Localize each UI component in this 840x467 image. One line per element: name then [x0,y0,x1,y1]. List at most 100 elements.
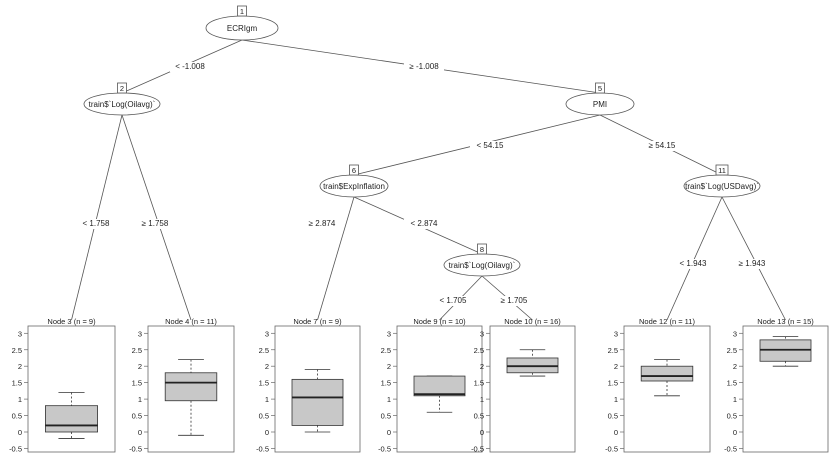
y-tick-label: 1 [733,395,737,404]
node-label-11: train$`Log(USDavg)` [685,182,759,191]
edge-label-bg [642,141,682,151]
y-tick-label: 1 [18,395,22,404]
node-id-6: 6 [352,166,356,175]
y-tick-label: -0.5 [129,444,142,453]
node-label-2: train$`Log(Oilavg)` [89,100,156,109]
edge-label-3: < 1.758 [83,219,110,228]
edge-line-11-12 [666,196,723,321]
edge-label-10: ≥ 1.705 [501,296,528,305]
node-id-5: 5 [598,84,602,93]
y-tick-label: 0.5 [608,412,618,421]
edge-line-11-13 [721,196,786,321]
y-tick-label: -0.5 [605,444,618,453]
box-12 [640,365,694,382]
panel-title-9: Node 9 (n = 10) [413,317,466,326]
edge-label-bg [170,62,210,72]
node-label-8: train$`Log(Oilavg)` [449,261,516,270]
y-tick-label: 1 [480,395,484,404]
node-label-5: PMI [593,100,607,109]
edge-label-bg [404,219,444,229]
y-tick-label: -0.5 [378,444,391,453]
edge-label-bg [404,62,444,72]
y-tick-label: 3 [18,329,22,338]
y-tick-label: 2.5 [608,346,618,355]
box-4 [164,372,218,402]
y-tick-label: 1 [265,395,269,404]
y-tick-label: 1.5 [608,379,618,388]
y-tick-label: 1 [138,395,142,404]
node-id-box-2 [117,82,127,94]
y-tick-label: 3 [480,329,484,338]
y-tick-label: 0.5 [474,412,484,421]
y-tick-label: 2 [614,362,618,371]
y-tick-label: 1 [614,395,618,404]
y-tick-label: 0.5 [381,412,391,421]
y-tick-label: 2 [480,362,484,371]
edge-label-4: ≥ 1.758 [142,219,169,228]
node-id-box-6 [349,164,359,176]
y-tick-label: 2 [138,362,142,371]
node-id-2: 2 [120,84,124,93]
edge-label-bg [302,219,342,229]
panel-title-10: Node 10 (n = 16) [504,317,561,326]
y-tick-label: 1.5 [132,379,142,388]
y-tick-label: 0.5 [132,412,142,421]
box-3 [45,405,99,433]
edge-label-5: ≥ -1.008 [409,62,439,71]
y-tick-label: -0.5 [724,444,737,453]
y-tick-label: 3 [614,329,618,338]
y-tick-label: 0 [733,428,737,437]
edge-label-bg [433,296,473,306]
panel-title-3: Node 3 (n = 9) [47,317,96,326]
edge-label-13: ≥ 1.943 [739,259,766,268]
y-tick-label: 2.5 [132,346,142,355]
edge-label-2: < -1.008 [175,62,205,71]
node-id-box-11 [715,164,729,176]
y-tick-label: 1.5 [259,379,269,388]
panel-frame-10 [489,325,576,453]
box-9 [413,375,466,397]
y-tick-label: -0.5 [256,444,269,453]
node-id-11: 11 [718,166,726,175]
edge-label-bg [135,219,175,229]
y-tick-label: 0 [265,428,269,437]
y-tick-label: 2.5 [474,346,484,355]
y-tick-label: 2.5 [259,346,269,355]
edge-label-6: < 54.15 [477,141,504,150]
y-tick-label: -0.5 [471,444,484,453]
y-tick-label: 2.5 [381,346,391,355]
y-tick-label: 2 [387,362,391,371]
y-tick-label: 2.5 [12,346,22,355]
y-tick-label: 2.5 [727,346,737,355]
y-tick-label: 0 [387,428,391,437]
box-7 [291,378,344,426]
edge-label-bg [673,259,713,269]
edge-label-bg [494,296,534,306]
edge-label-bg [470,141,510,151]
y-tick-label: 2 [18,362,22,371]
edge-label-bg [76,219,116,229]
y-tick-label: 2 [265,362,269,371]
y-tick-label: 3 [733,329,737,338]
y-tick-label: 0.5 [727,412,737,421]
node-label-6: train$ExpInflation [323,182,385,191]
edge-label-8: < 2.874 [411,219,438,228]
y-tick-label: 1.5 [12,379,22,388]
node-id-1: 1 [240,7,244,16]
edge-label-11: ≥ 54.15 [649,141,676,150]
y-tick-label: 1.5 [474,379,484,388]
node-id-box-1 [237,5,247,17]
edge-line-2-4 [121,114,192,321]
y-tick-label: 0 [138,428,142,437]
y-tick-label: 0.5 [12,412,22,421]
edge-line-6-7 [317,196,355,321]
y-tick-label: 1.5 [381,379,391,388]
edge-line-2-3 [71,114,123,321]
y-tick-label: 0 [18,428,22,437]
y-tick-label: 0 [480,428,484,437]
y-tick-label: -0.5 [9,444,22,453]
edge-label-bg [732,259,772,269]
y-tick-label: 1 [387,395,391,404]
